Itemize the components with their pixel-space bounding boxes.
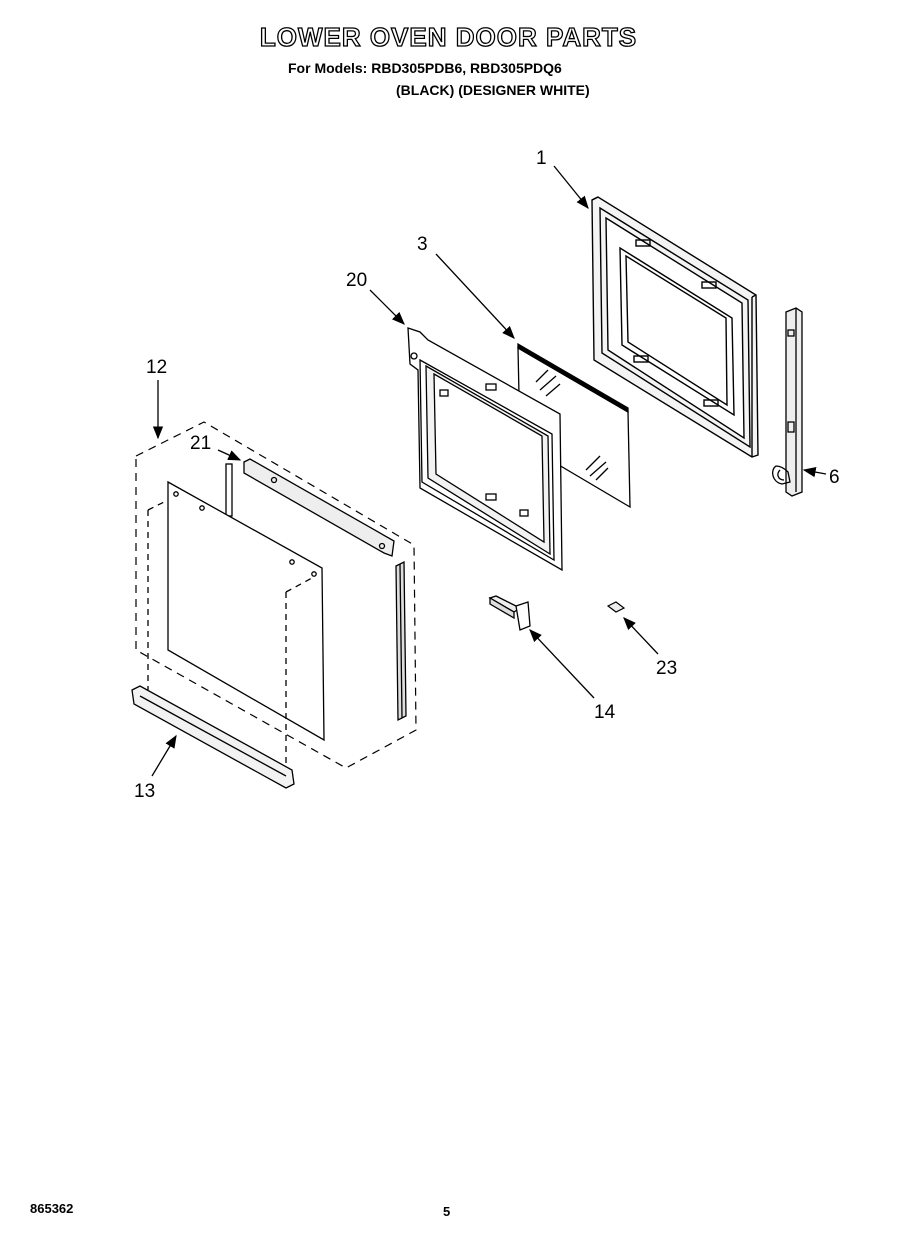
callout-3: 3 <box>417 234 428 255</box>
part-1-door-frame <box>591 196 759 458</box>
part-12-outer-door-assembly <box>135 421 417 769</box>
leader-20 <box>369 289 405 325</box>
callout-1: 1 <box>536 148 547 169</box>
document-code: 865362 <box>30 1201 74 1216</box>
right-side-trim <box>395 560 407 722</box>
callout-21: 21 <box>190 433 211 454</box>
outer-glass-panel <box>147 480 325 770</box>
callout-12: 12 <box>146 357 167 378</box>
callout-23: 23 <box>656 658 677 679</box>
leader-1 <box>553 165 589 210</box>
leader-14 <box>529 629 595 699</box>
leader-23 <box>623 617 659 655</box>
models-line: For Models: RBD305PDB6, RBD305PDQ6 <box>288 60 562 76</box>
leader-3 <box>435 253 515 339</box>
leader-13 <box>151 734 177 777</box>
part-23-clip <box>606 601 626 613</box>
leader-21 <box>217 449 242 461</box>
part-13-bottom-trim <box>131 685 295 789</box>
leader-lines <box>151 165 827 777</box>
part-6-side-channel <box>771 307 803 497</box>
callout-6: 6 <box>829 467 840 488</box>
callout-13: 13 <box>134 781 155 802</box>
callout-14: 14 <box>594 702 616 723</box>
callout-20: 20 <box>346 270 367 291</box>
page-title: LOWER OVEN DOOR PARTS <box>259 21 638 52</box>
part-20-inner-liner <box>407 327 563 572</box>
page-number: 5 <box>443 1204 451 1219</box>
colors-line: (BLACK) (DESIGNER WHITE) <box>396 82 590 98</box>
leader-6 <box>802 466 827 478</box>
part-21-top-trim <box>225 458 395 557</box>
part-3-glass-panel <box>517 342 631 509</box>
part-14-hinge-block <box>488 595 531 631</box>
